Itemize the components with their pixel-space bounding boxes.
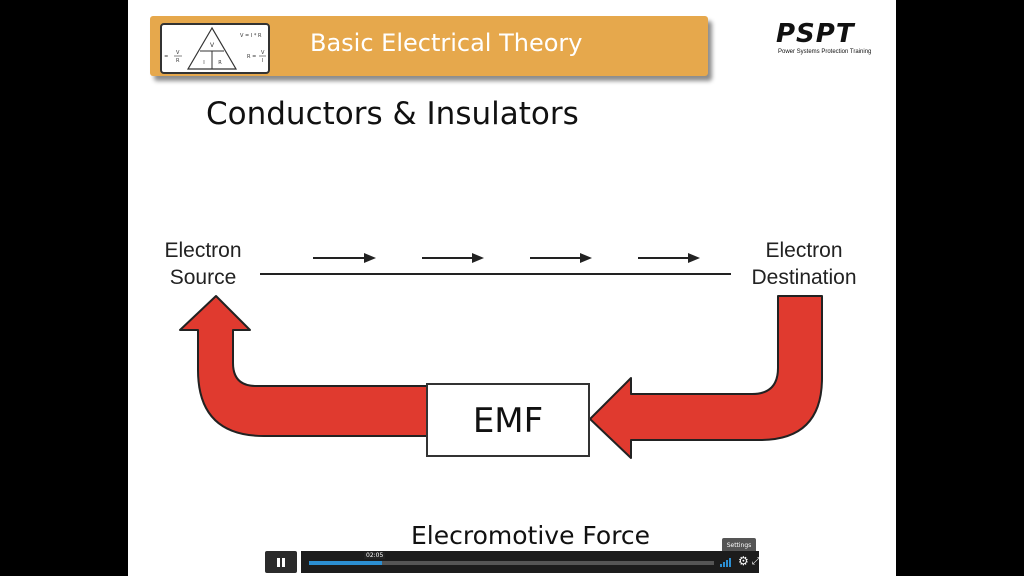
seek-progress — [309, 561, 382, 565]
fullscreen-icon[interactable]: ⤢ — [752, 556, 760, 567]
triangle-top-letter: V — [210, 42, 215, 49]
ohm-right-formula-lhs: R = — [247, 54, 256, 60]
emf-label: EMF — [472, 401, 544, 441]
logo-tagline: Power Systems Protection Training — [778, 49, 872, 55]
flow-arrow — [530, 253, 592, 263]
ohms-law-card: V I R V = I * R I = V R R = V I — [160, 23, 270, 74]
ohm-right-formula-den: I — [262, 58, 263, 64]
slide-caption: Elecromotive Force — [411, 521, 651, 550]
seek-track[interactable] — [309, 561, 714, 565]
ohm-right-formula-num: V — [261, 50, 265, 56]
flow-arrow — [422, 253, 484, 263]
electron-source-label: Electron Source — [158, 237, 248, 291]
flow-arrow — [638, 253, 700, 263]
logo-wordmark: PSPT — [776, 19, 855, 49]
ohm-left-formula-lhs: I = — [162, 54, 168, 60]
ohms-law-triangle-icon: V I R V = I * R I = V R R = V I — [162, 26, 266, 70]
ohm-top-formula: V = I * R — [240, 33, 262, 39]
flow-arrow — [313, 253, 376, 263]
triangle-left-letter: I — [203, 60, 204, 66]
triangle-right-letter: R — [218, 60, 222, 66]
title-banner: V I R V = I * R I = V R R = V I Basic El… — [150, 16, 708, 76]
banner-title: Basic Electrical Theory — [310, 29, 583, 57]
destination-label-line1: Electron — [765, 239, 843, 262]
circuit-diagram — [179, 253, 823, 459]
source-label-line2: Source — [169, 266, 237, 289]
slide: V I R V = I * R I = V R R = V I Basic El… — [128, 0, 896, 576]
seek-bar[interactable]: 02:05 ⚙ ⤢ — [301, 551, 760, 573]
settings-tooltip: Settings — [722, 538, 756, 553]
volume-icon[interactable] — [719, 557, 733, 567]
destination-label-line2: Destination — [751, 266, 857, 289]
gear-icon[interactable]: ⚙ — [738, 554, 749, 568]
ohm-left-formula-num: V — [176, 50, 180, 56]
right-return-arrow — [589, 295, 823, 459]
pspt-logo: PSPT Power Systems Protection Training — [776, 20, 876, 55]
video-player-controls: 02:05 ⚙ ⤢ — [265, 551, 760, 573]
current-time-tooltip: 02:05 — [364, 552, 386, 559]
left-return-arrow — [179, 295, 429, 437]
emf-box: EMF — [426, 383, 590, 457]
slide-heading: Conductors & Insulators — [206, 96, 579, 132]
electron-destination-label: Electron Destination — [740, 237, 868, 291]
ohm-left-formula-den: R — [176, 58, 180, 64]
source-label-line1: Electron — [164, 239, 242, 262]
pause-button[interactable] — [265, 551, 297, 573]
